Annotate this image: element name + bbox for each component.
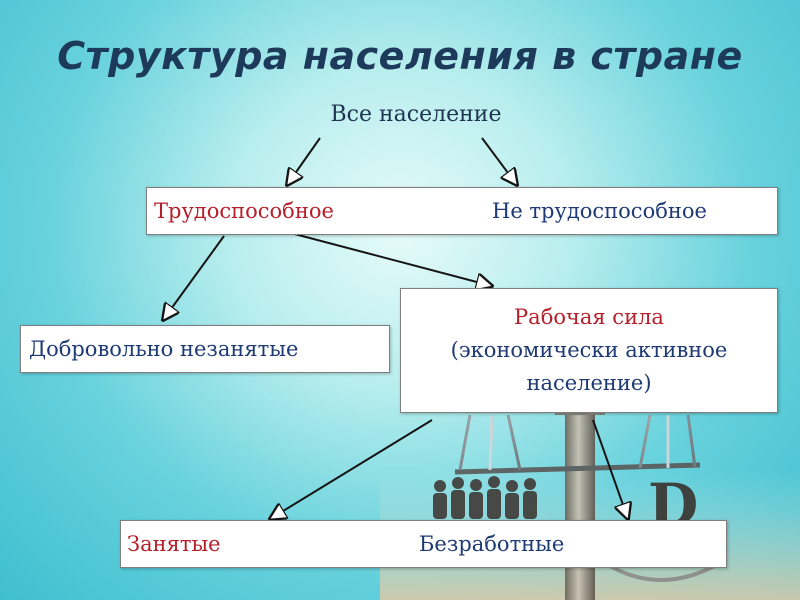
labor-force-subtitle-line2: население) xyxy=(526,371,652,395)
unemployed-label: Безработные xyxy=(419,532,565,556)
arrow-able-to-voluntary xyxy=(163,235,225,320)
all-population-label: Все население xyxy=(330,102,502,127)
voluntary-unemployed-label: Добровольно незанятые xyxy=(29,337,299,361)
slide-title: Структура населения в стране xyxy=(57,34,743,78)
diagram-arrows xyxy=(163,137,628,519)
employed-label: Занятые xyxy=(127,532,221,556)
arrow-laborforce-to-employed xyxy=(270,419,433,519)
arrow-laborforce-to-unemployed xyxy=(592,419,628,519)
labor-force-box: Рабочая сила (экономически активное насе… xyxy=(400,288,778,413)
people-silhouettes-icon xyxy=(433,476,537,519)
arrow-root-to-unable xyxy=(481,137,517,185)
labor-force-title: Рабочая сила xyxy=(514,305,664,329)
voluntary-unemployed-box: Добровольно незанятые xyxy=(20,325,390,373)
labor-force-subtitle-line1: (экономически активное xyxy=(450,338,728,362)
able-bodied-label: Трудоспособное xyxy=(154,199,334,223)
able-bodied-box: Трудоспособное Не трудоспособное xyxy=(146,187,778,235)
arrow-root-to-able xyxy=(287,137,321,185)
arrow-able-to-laborforce xyxy=(286,231,492,286)
employment-status-box: Занятые Безработные xyxy=(120,520,727,568)
not-able-bodied-label: Не трудоспособное xyxy=(492,199,707,223)
